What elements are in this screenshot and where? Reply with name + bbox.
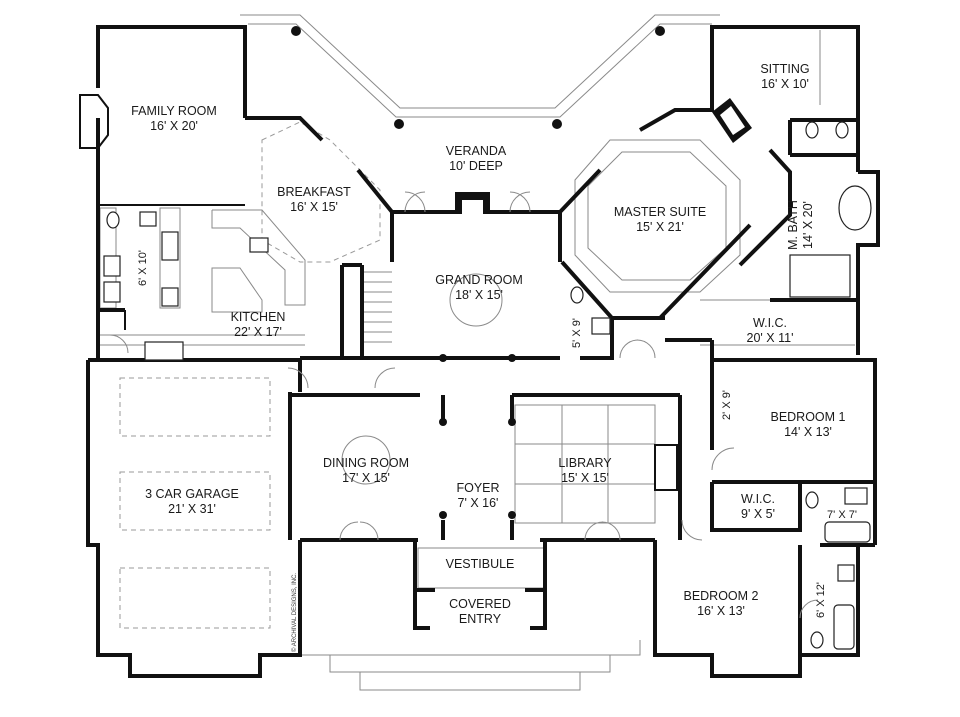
- column: [439, 418, 447, 426]
- appliance-icon: [161, 287, 179, 307]
- family-room-size: 16' X 20': [150, 119, 198, 133]
- grand-room-size: 18' X 15': [455, 288, 503, 302]
- wic-2-size: 9' X 5': [741, 507, 775, 521]
- sitting-size: 16' X 10': [761, 77, 809, 91]
- veranda-label: VERANDA: [446, 144, 507, 158]
- column: [508, 418, 516, 426]
- vestibule-label: VESTIBULE: [446, 557, 515, 571]
- powder-size: 5' X 9': [571, 318, 583, 348]
- column: [439, 354, 447, 362]
- interior-walls: [98, 118, 875, 655]
- room-labels: FAMILY ROOM 16' X 20' BREAKFAST 16' X 15…: [131, 62, 857, 652]
- kitchen-size: 22' X 17': [234, 325, 282, 339]
- bathtub-icon: [824, 521, 871, 543]
- master-wic-size: 20' X 11': [747, 331, 794, 345]
- sink-icon: [837, 564, 855, 582]
- bedroom-1-size: 14' X 13': [784, 425, 832, 439]
- range-icon: [161, 231, 179, 261]
- dryer-icon: [103, 281, 121, 303]
- master-suite-label: MASTER SUITE: [614, 205, 706, 219]
- covered-entry-label-2: ENTRY: [459, 612, 502, 626]
- dining-room-label: DINING ROOM: [323, 456, 409, 470]
- sink-icon: [139, 211, 157, 227]
- column: [291, 26, 301, 36]
- kitchen-label: KITCHEN: [231, 310, 286, 324]
- dining-room-size: 17' X 15': [342, 471, 390, 485]
- columns: [291, 26, 665, 519]
- master-bath-label: M. BATH: [786, 200, 800, 250]
- veranda-size: 10' DEEP: [449, 159, 503, 173]
- toilet-icon: [805, 491, 819, 509]
- doors: [109, 191, 819, 619]
- ceiling-detail-lines: [99, 14, 855, 691]
- column: [439, 511, 447, 519]
- column: [394, 119, 404, 129]
- closet-1-size: 2' X 9': [721, 390, 733, 420]
- breakfast-label: BREAKFAST: [277, 185, 351, 199]
- breakfast-size: 16' X 15': [290, 200, 338, 214]
- covered-entry-label: COVERED: [449, 597, 511, 611]
- toilet-icon: [810, 631, 824, 649]
- exterior-walls: [79, 25, 880, 678]
- toilet-icon: [106, 211, 120, 229]
- garage-label: 3 CAR GARAGE: [145, 487, 239, 501]
- washer-icon: [103, 255, 121, 277]
- copyright-text: © ARCHIVAL DESIGNS, INC.: [291, 573, 298, 652]
- grand-room-label: GRAND ROOM: [435, 273, 523, 287]
- column: [508, 354, 516, 362]
- bathtub-icon: [838, 185, 872, 231]
- garage-size: 21' X 31': [168, 502, 216, 516]
- bedroom-1-label: BEDROOM 1: [770, 410, 845, 424]
- foyer-label: FOYER: [456, 481, 499, 495]
- bath-small-size: 7' X 7': [827, 509, 857, 521]
- bedroom-2-size: 16' X 13': [697, 604, 745, 618]
- toilet-icon: [835, 121, 849, 139]
- fixtures: [103, 98, 872, 650]
- bedroom-2-label: BEDROOM 2: [683, 589, 758, 603]
- master-suite-size: 15' X 21': [636, 220, 684, 234]
- sink-icon: [844, 487, 868, 505]
- sink-icon: [591, 317, 611, 335]
- sink-icon: [249, 237, 269, 253]
- library-label: LIBRARY: [558, 456, 612, 470]
- master-bath-size: 14' X 20': [801, 201, 815, 249]
- library-size: 15' X 15': [561, 471, 609, 485]
- foyer-size: 7' X 16': [458, 496, 499, 510]
- laundry-size: 6' X 10': [137, 250, 149, 286]
- bath-2-size: 6' X 12': [815, 582, 827, 618]
- refrigerator-icon: [144, 341, 184, 361]
- master-wic-label: W.I.C.: [753, 316, 787, 330]
- toilet-icon: [570, 286, 584, 304]
- shower-icon: [789, 254, 851, 298]
- toilet-icon: [805, 121, 819, 139]
- bathtub-icon: [833, 604, 855, 650]
- family-room-label: FAMILY ROOM: [131, 104, 217, 118]
- column: [552, 119, 562, 129]
- column: [508, 511, 516, 519]
- column: [655, 26, 665, 36]
- wic-2-label: W.I.C.: [741, 492, 775, 506]
- sitting-label: SITTING: [760, 62, 809, 76]
